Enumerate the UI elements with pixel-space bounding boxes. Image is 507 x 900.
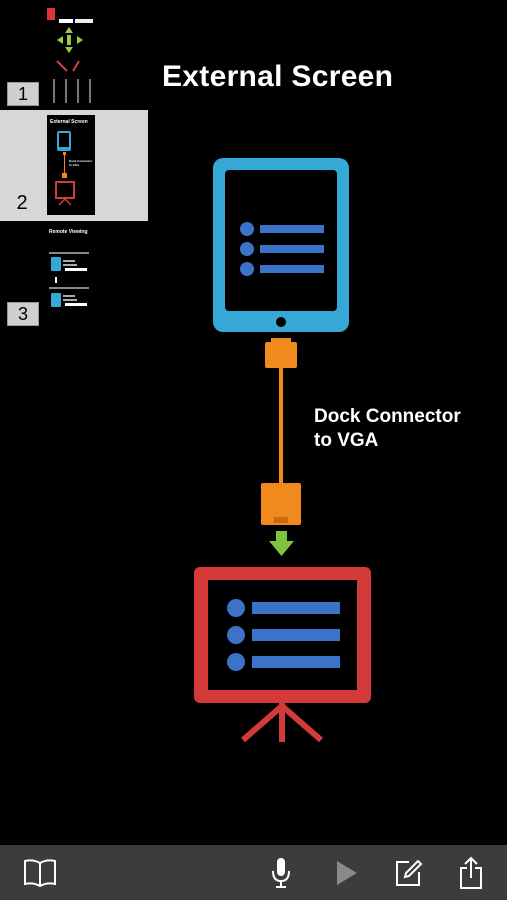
- microphone-icon: [272, 858, 290, 888]
- compose-icon: [396, 859, 423, 886]
- thumbnail-1-preview: [47, 5, 95, 105]
- book-icon: [24, 859, 56, 888]
- play-button[interactable]: [329, 855, 365, 891]
- thumbnail-number: 1: [7, 82, 39, 106]
- bookmarks-button[interactable]: [22, 855, 58, 891]
- share-icon: [460, 856, 482, 889]
- connector-label-line1: Dock Connector: [314, 406, 461, 427]
- bottom-toolbar: [0, 845, 507, 900]
- thumbnail-number: 3: [7, 302, 39, 326]
- play-icon: [337, 861, 357, 885]
- dock-connector-icon: [265, 338, 297, 483]
- slide-canvas: External Screen: [148, 0, 507, 798]
- thumbnail-3-preview: Remote Viewing: [47, 227, 95, 322]
- slide-thumbnail-1[interactable]: 1: [0, 0, 148, 108]
- external-screen-diagram: [194, 158, 371, 743]
- compose-button[interactable]: [390, 855, 426, 891]
- projector-screen-icon: [194, 567, 371, 743]
- connector-label-line2: to VGA: [314, 430, 379, 451]
- thumbnail-number: 2: [16, 192, 28, 214]
- thumbnail-2-preview: External Screen Dock Connector to VGA: [47, 115, 95, 215]
- slide-thumbnail-3[interactable]: Remote Viewing 3: [0, 222, 148, 332]
- thumbnail-2-label: Dock Connector to VGA: [69, 159, 93, 167]
- thumbnail-3-title: Remote Viewing: [49, 229, 88, 235]
- slide-thumbnail-sidebar: 1 External Screen Dock Connector to VGA …: [0, 0, 148, 845]
- record-audio-button[interactable]: [263, 855, 299, 891]
- ipad-icon: [213, 158, 349, 332]
- thumbnail-2-title: External Screen: [50, 119, 88, 125]
- vga-adapter-icon: [261, 483, 301, 525]
- share-button[interactable]: [453, 855, 489, 891]
- slide-thumbnail-2[interactable]: External Screen Dock Connector to VGA 2: [0, 110, 148, 221]
- slide-title: External Screen: [162, 60, 394, 93]
- down-arrow-icon: [269, 531, 294, 556]
- connector-label: Dock Connector to VGA: [314, 405, 461, 453]
